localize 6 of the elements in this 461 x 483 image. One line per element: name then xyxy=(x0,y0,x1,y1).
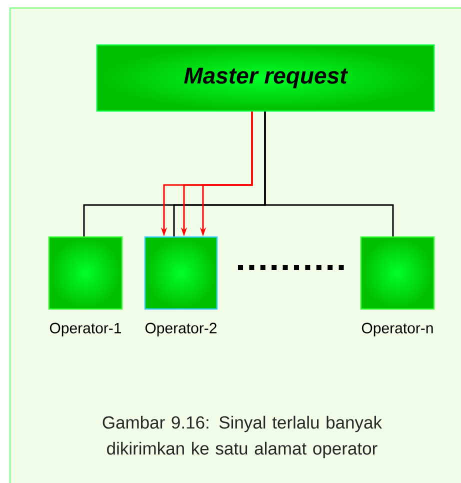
operator-label: Operator-2 xyxy=(145,322,216,336)
master-box: Master request xyxy=(96,44,435,112)
caption: Gambar 9.16: Sinyal terlalu banyak dikirimkan ke satu alamat operator xyxy=(102,416,382,458)
connector-line xyxy=(264,112,394,236)
operator-label: Operator-1 xyxy=(50,322,122,336)
operator-label: Operator-n xyxy=(362,322,433,336)
